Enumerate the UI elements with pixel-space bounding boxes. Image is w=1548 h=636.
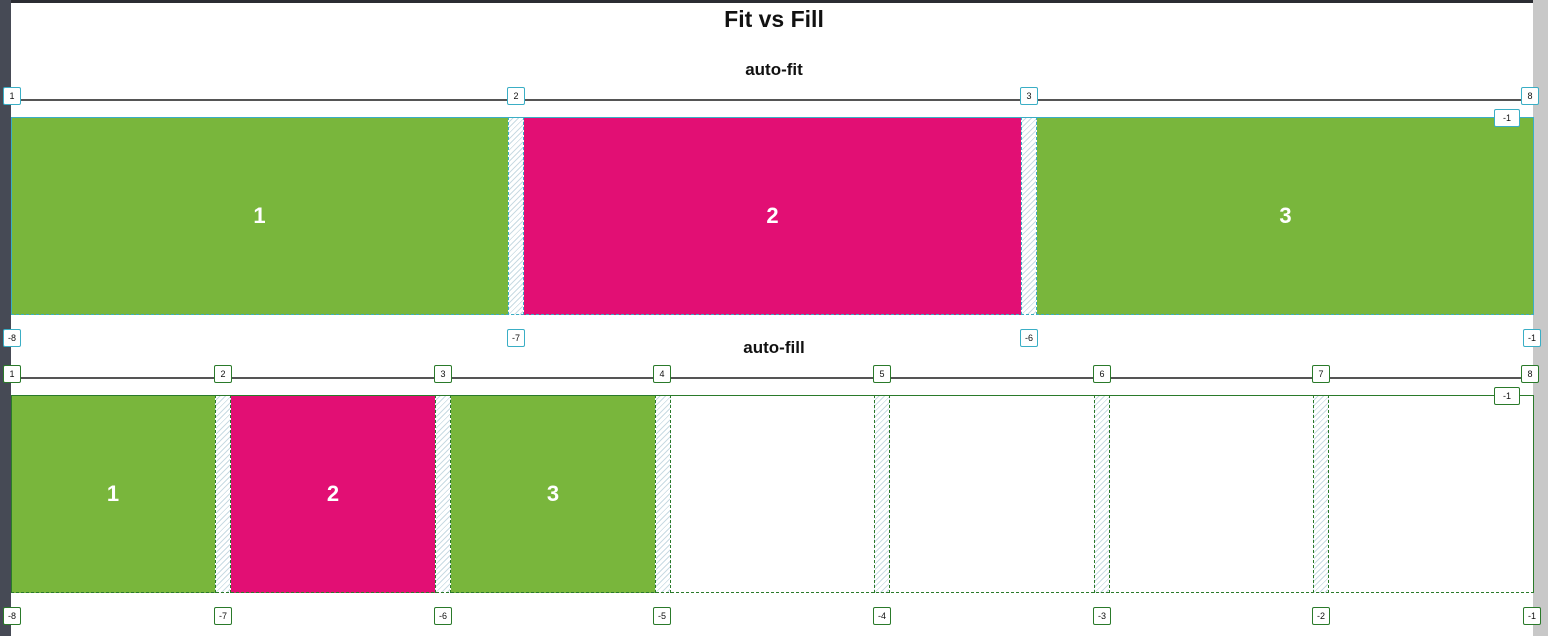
line-number-badge: -8 [3, 329, 21, 347]
line-number-badge: 5 [873, 365, 891, 383]
grid-gap [1094, 395, 1110, 593]
line-number-badge: 2 [214, 365, 232, 383]
line-number-badge: 6 [1093, 365, 1111, 383]
line-number-badge: 3 [434, 365, 452, 383]
grid-gap [655, 395, 671, 593]
window-top-border [0, 0, 1548, 3]
grid-outline [11, 395, 1534, 593]
line-number-badge: 1 [3, 365, 21, 383]
auto-fit-grid: 1 2 3 1 2 3 8 -1 -8 -7 -6 -1 [3, 87, 1541, 347]
line-number-badge: 8 [1521, 87, 1539, 105]
grid-gap [435, 395, 451, 593]
line-number-badge: -1 [1494, 109, 1520, 127]
line-number-badge: 2 [507, 87, 525, 105]
line-number-badge: -1 [1523, 607, 1541, 625]
page-title: Fit vs Fill [724, 6, 824, 32]
line-number-badge: 1 [3, 87, 21, 105]
grid-line-ruler [11, 99, 1534, 101]
line-number-badge: -6 [1020, 329, 1038, 347]
grid-item: 3 [451, 395, 655, 593]
grid-outline [11, 117, 1534, 315]
grid-item: 2 [524, 117, 1021, 315]
grid-item: 1 [11, 395, 215, 593]
auto-fit-heading: auto-fit [745, 60, 803, 79]
grid-gap [874, 395, 890, 593]
left-edge-bar [0, 0, 11, 636]
line-number-badge: -3 [1093, 607, 1111, 625]
line-number-badge: 7 [1312, 365, 1330, 383]
line-number-badge: -2 [1312, 607, 1330, 625]
line-number-badge: -1 [1523, 329, 1541, 347]
grid-item: 3 [1037, 117, 1534, 315]
vertical-scrollbar[interactable] [1533, 0, 1548, 636]
line-number-badge: 3 [1020, 87, 1038, 105]
auto-fill-grid: 1 2 3 1 2 3 4 5 6 7 8 -1 -8 -7 -6 -5 -4 … [3, 365, 1541, 625]
line-number-badge: -7 [507, 329, 525, 347]
grid-gap [215, 395, 231, 593]
line-number-badge: -1 [1494, 387, 1520, 405]
grid-gap [1313, 395, 1329, 593]
line-number-badge: -7 [214, 607, 232, 625]
line-number-badge: -6 [434, 607, 452, 625]
line-number-badge: -5 [653, 607, 671, 625]
line-number-badge: -8 [3, 607, 21, 625]
grid-item: 1 [11, 117, 508, 315]
grid-gap [508, 117, 524, 315]
line-number-badge: 4 [653, 365, 671, 383]
auto-fill-heading: auto-fill [743, 338, 805, 357]
grid-item: 2 [231, 395, 435, 593]
grid-gap [1021, 117, 1037, 315]
grid-line-ruler [11, 377, 1534, 379]
line-number-badge: -4 [873, 607, 891, 625]
line-number-badge: 8 [1521, 365, 1539, 383]
